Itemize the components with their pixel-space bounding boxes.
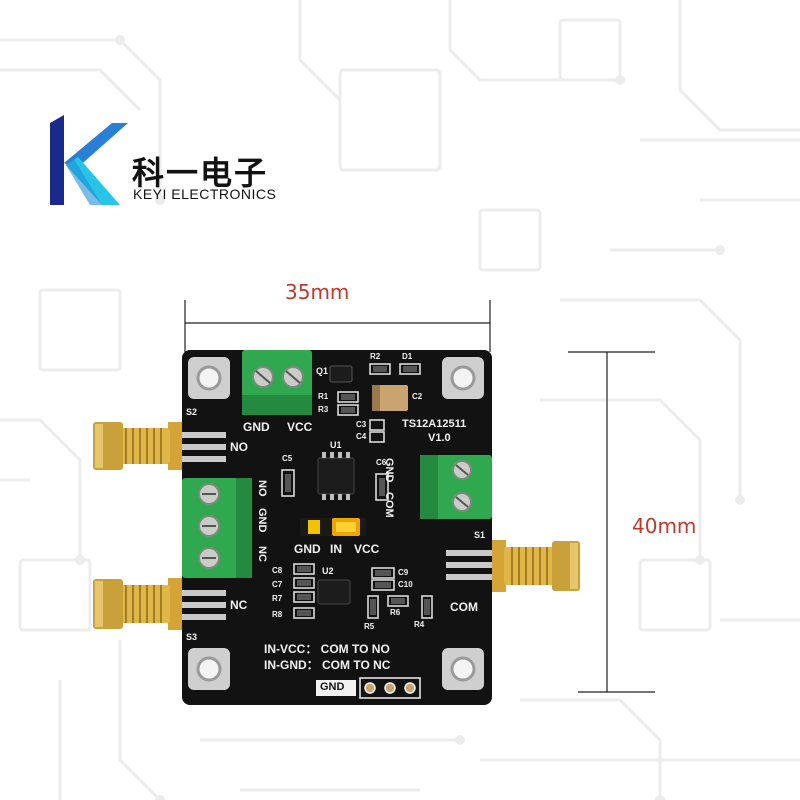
board-model: TS12A12511 bbox=[402, 418, 467, 430]
component-r8-label: R8 bbox=[272, 610, 283, 619]
chip-u1-label: U1 bbox=[330, 440, 342, 450]
chip-u2 bbox=[317, 579, 351, 605]
jumper-vcc-label: VCC bbox=[354, 542, 380, 556]
sma-s3-label: S3 bbox=[186, 632, 198, 642]
bottom-header-gnd-label: GND bbox=[320, 681, 345, 693]
component-r4-label: R4 bbox=[414, 620, 425, 629]
height-dimension-label: 40mm bbox=[632, 514, 697, 538]
right-terminal-com-label: COM bbox=[383, 492, 395, 518]
component-c9-label: C9 bbox=[398, 568, 409, 577]
sma-connector-s2 bbox=[93, 422, 226, 470]
terminal-block-right bbox=[420, 455, 492, 519]
mounting-holes bbox=[188, 357, 484, 690]
terminal-block-left bbox=[182, 478, 252, 578]
component-c3-label: C3 bbox=[356, 420, 367, 429]
left-terminal-no-label: NO bbox=[256, 480, 268, 497]
component-c7-label: C7 bbox=[272, 580, 283, 589]
keyi-logo-icon bbox=[50, 115, 128, 205]
transistor-q1 bbox=[329, 365, 353, 383]
sma-connector-s1 bbox=[446, 540, 580, 592]
chip-u2-label: U2 bbox=[322, 566, 334, 576]
transistor-q1-label: Q1 bbox=[316, 366, 329, 376]
usage-note-in-vcc: IN-VCC： COM TO NO bbox=[264, 642, 390, 656]
board-version: V1.0 bbox=[428, 432, 451, 444]
sma-no-port-label: NO bbox=[230, 440, 248, 454]
jumper-header bbox=[300, 518, 366, 536]
component-r6-label: R6 bbox=[390, 608, 401, 617]
component-d1-label: D1 bbox=[402, 352, 413, 361]
component-r7-label: R7 bbox=[272, 594, 283, 603]
jumper-gnd-label: GND bbox=[294, 542, 321, 556]
left-terminal-nc-label: NC bbox=[256, 546, 268, 562]
top-terminal-vcc-label: VCC bbox=[287, 420, 313, 434]
component-c8-label: C8 bbox=[272, 566, 283, 575]
sma-s1-label: S1 bbox=[474, 530, 486, 540]
component-r5-label: R5 bbox=[364, 622, 375, 631]
sma-s2-label: S2 bbox=[186, 407, 198, 417]
component-r2-label: R2 bbox=[370, 352, 381, 361]
terminal-block-top bbox=[242, 350, 312, 415]
component-c2-label: C2 bbox=[412, 392, 423, 401]
brand-name-en: KEYI ELECTRONICS bbox=[133, 186, 277, 202]
component-c10-label: C10 bbox=[398, 580, 413, 589]
chip-u1 bbox=[317, 457, 355, 495]
top-terminal-gnd-label: GND bbox=[243, 420, 270, 434]
jumper-in-label: IN bbox=[330, 542, 342, 556]
component-r1-label: R1 bbox=[318, 392, 329, 401]
usage-note-in-gnd: IN-GND： COM TO NC bbox=[264, 658, 391, 672]
sma-connector-s3 bbox=[93, 578, 226, 630]
left-terminal-gnd-label: GND bbox=[256, 508, 268, 533]
component-c6-label: C6 bbox=[376, 458, 387, 467]
sma-nc-port-label: NC bbox=[230, 598, 248, 612]
component-c5-label: C5 bbox=[282, 454, 293, 463]
width-dimension-label: 35mm bbox=[285, 280, 350, 304]
component-c4-label: C4 bbox=[356, 432, 367, 441]
component-r3-label: R3 bbox=[318, 405, 329, 414]
sma-com-port-label: COM bbox=[450, 600, 478, 614]
brand-name-cn: 科一电子 bbox=[132, 154, 269, 192]
